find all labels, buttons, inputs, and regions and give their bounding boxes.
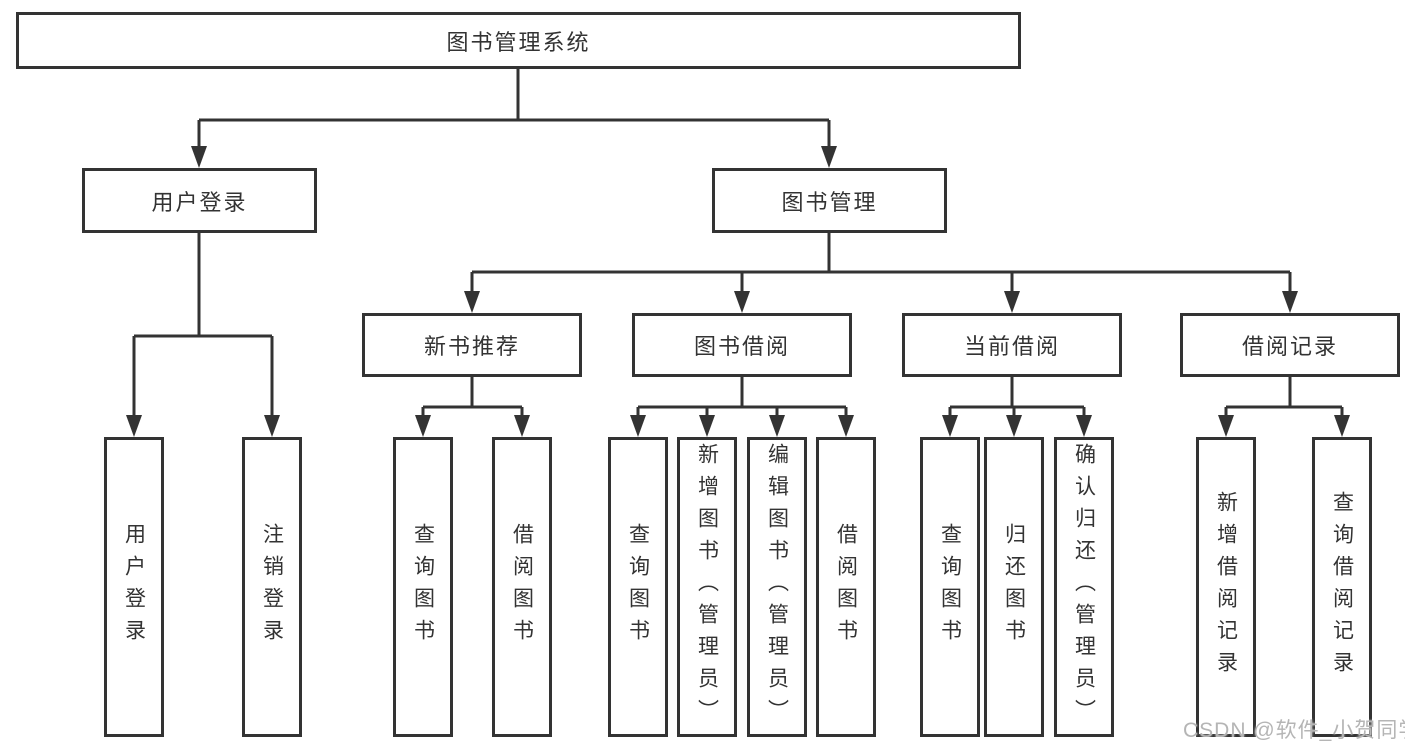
leaf-query-books-borrow: 查询图书	[608, 437, 668, 737]
leaf-borrow-books: 借阅图书	[816, 437, 876, 737]
leaf-query-books-borrow-label: 查询图书	[626, 523, 650, 651]
leaf-logout-login: 注销登录	[242, 437, 302, 737]
node-user-login: 用户登录	[82, 168, 317, 233]
node-book-borrow: 图书借阅	[632, 313, 852, 377]
leaf-query-borrow-record: 查询借阅记录	[1312, 437, 1372, 737]
node-borrow-records-label: 借阅记录	[1241, 334, 1338, 359]
leaf-edit-books-admin: 编辑图书（管理员）	[747, 437, 807, 737]
leaf-add-books-admin: 新增图书（管理员）	[677, 437, 737, 737]
leaf-query-books-recommend: 查询图书	[393, 437, 453, 737]
node-book-borrow-label: 图书借阅	[693, 334, 790, 359]
leaf-borrow-books-recommend: 借阅图书	[492, 437, 552, 737]
node-new-book-recommend-label: 新书推荐	[423, 334, 520, 359]
leaf-query-books-current: 查询图书	[920, 437, 980, 737]
leaf-query-borrow-record-label: 查询借阅记录	[1330, 491, 1354, 683]
leaf-return-books: 归还图书	[984, 437, 1044, 737]
leaf-borrow-books-recommend-label: 借阅图书	[510, 523, 534, 651]
leaf-return-books-label: 归还图书	[1002, 523, 1026, 651]
node-book-management-label: 图书管理	[781, 189, 878, 215]
leaf-user-login-label: 用户登录	[122, 523, 146, 651]
node-user-login-label: 用户登录	[151, 189, 248, 215]
leaf-borrow-books-label: 借阅图书	[834, 523, 858, 651]
leaf-edit-books-admin-label: 编辑图书（管理员）	[765, 443, 789, 731]
leaf-logout-login-label: 注销登录	[260, 523, 284, 651]
node-current-borrow-label: 当前借阅	[963, 334, 1060, 359]
root-node: 图书管理系统	[16, 12, 1021, 69]
node-current-borrow: 当前借阅	[902, 313, 1122, 377]
leaf-add-books-admin-label: 新增图书（管理员）	[695, 443, 719, 731]
node-new-book-recommend: 新书推荐	[362, 313, 582, 377]
leaf-add-borrow-record-label: 新增借阅记录	[1214, 491, 1238, 683]
node-borrow-records: 借阅记录	[1180, 313, 1400, 377]
leaf-add-borrow-record: 新增借阅记录	[1196, 437, 1256, 737]
leaf-query-books-current-label: 查询图书	[938, 523, 962, 651]
csdn-watermark: CSDN @软件_小贺同学	[1183, 719, 1405, 742]
node-book-management: 图书管理	[712, 168, 947, 233]
leaf-confirm-return-admin-label: 确认归还（管理员）	[1072, 443, 1096, 731]
leaf-user-login: 用户登录	[104, 437, 164, 737]
root-node-label: 图书管理系统	[446, 29, 591, 55]
leaf-query-books-recommend-label: 查询图书	[411, 523, 435, 651]
leaf-confirm-return-admin: 确认归还（管理员）	[1054, 437, 1114, 737]
